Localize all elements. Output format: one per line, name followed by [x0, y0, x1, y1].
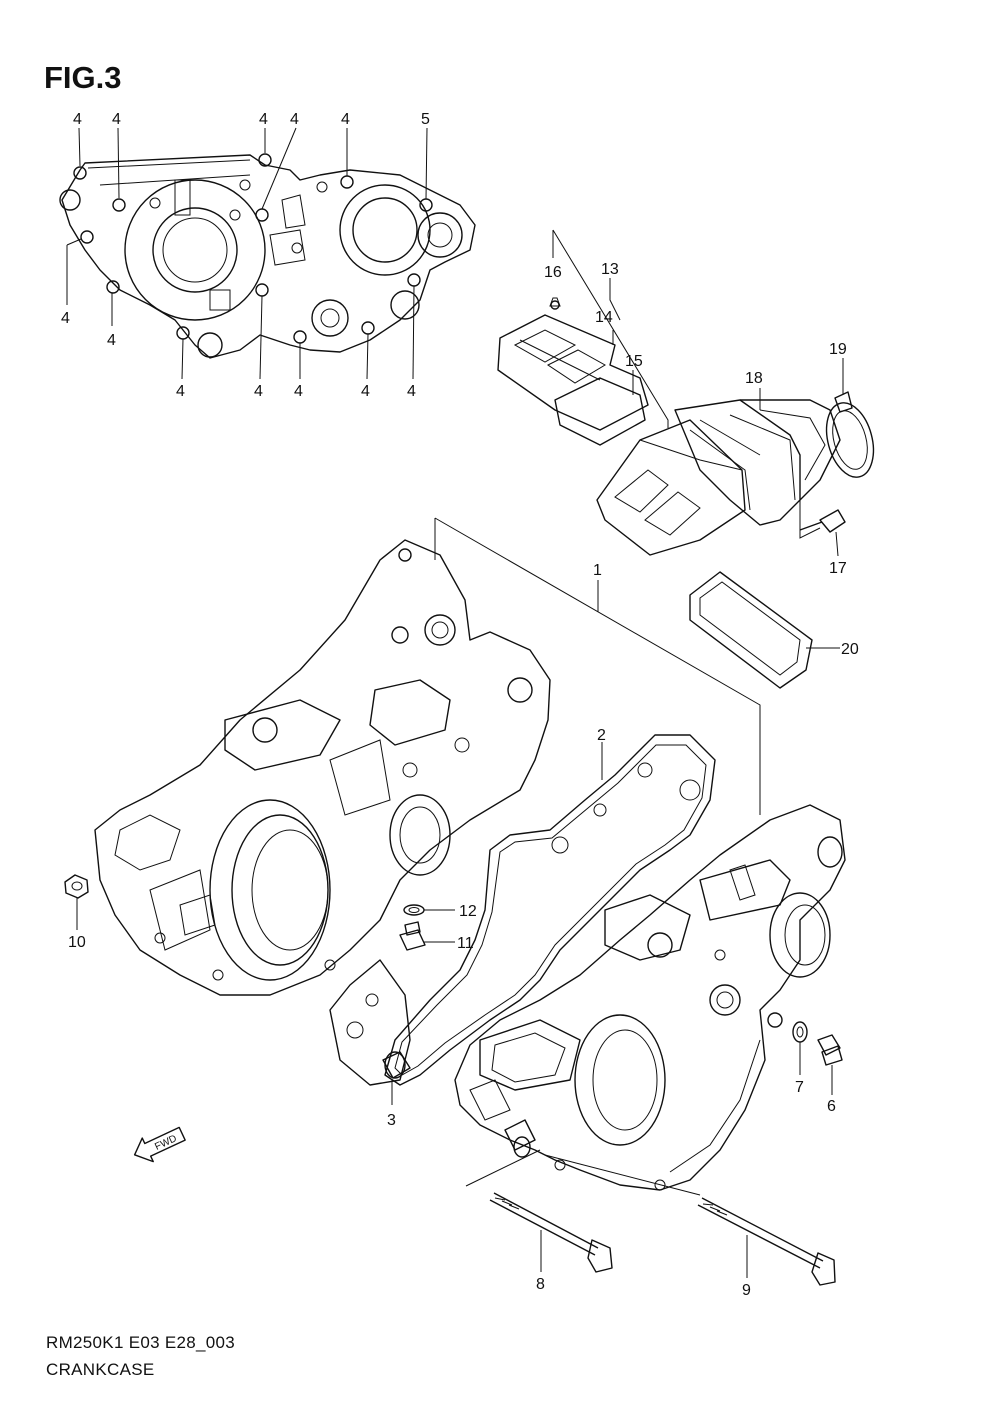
- crankcase-main: [64, 517, 846, 1286]
- callout-labels: 4 4 4 4 4 5 4 4 4 4 4 4 4 16 13 14 15 18…: [61, 111, 859, 1299]
- callout-4: 4: [73, 111, 82, 128]
- callout-11: 11: [457, 935, 474, 952]
- fwd-label: FWD: [153, 1133, 178, 1153]
- callout-10: 10: [68, 934, 86, 951]
- bolt-9: [697, 1197, 836, 1286]
- diagram-code: RM250K1 E03 E28_003: [46, 1333, 236, 1352]
- reed-valve-assembly: [497, 229, 875, 689]
- callout-12: 12: [459, 903, 477, 920]
- callout-7: 7: [795, 1079, 804, 1096]
- bolt-8: [489, 1192, 613, 1273]
- callout-4: 4: [407, 383, 416, 400]
- callout-4: 4: [294, 383, 303, 400]
- callout-4: 4: [112, 111, 121, 128]
- callout-17: 17: [829, 560, 847, 577]
- callout-15: 15: [625, 353, 643, 370]
- callout-1: 1: [593, 562, 602, 579]
- fwd-arrow-icon: FWD: [133, 1126, 186, 1163]
- callout-4: 4: [361, 383, 370, 400]
- callout-4: 4: [254, 383, 263, 400]
- callout-5: 5: [421, 111, 430, 128]
- callout-9: 9: [742, 1282, 751, 1299]
- bolt-holes: [73, 153, 433, 344]
- callout-4: 4: [107, 332, 116, 349]
- callout-19: 19: [829, 341, 847, 358]
- callout-4: 4: [61, 310, 70, 327]
- callout-4: 4: [341, 111, 350, 128]
- callout-3: 3: [387, 1112, 396, 1129]
- callout-20: 20: [841, 641, 859, 658]
- callout-2: 2: [597, 727, 606, 744]
- callout-8: 8: [536, 1276, 545, 1293]
- callout-4: 4: [259, 111, 268, 128]
- callout-6: 6: [827, 1098, 836, 1115]
- callout-13: 13: [601, 261, 619, 278]
- diagram-caption: CRANKCASE: [46, 1360, 155, 1379]
- callout-4: 4: [176, 383, 185, 400]
- callout-14: 14: [595, 309, 613, 326]
- leader-lines-top: [66, 127, 428, 380]
- figure-title: FIG.3: [44, 60, 122, 95]
- callout-4: 4: [290, 111, 299, 128]
- callout-16: 16: [544, 264, 562, 281]
- crankcase-half-top-view: [59, 127, 476, 380]
- callout-18: 18: [745, 370, 763, 387]
